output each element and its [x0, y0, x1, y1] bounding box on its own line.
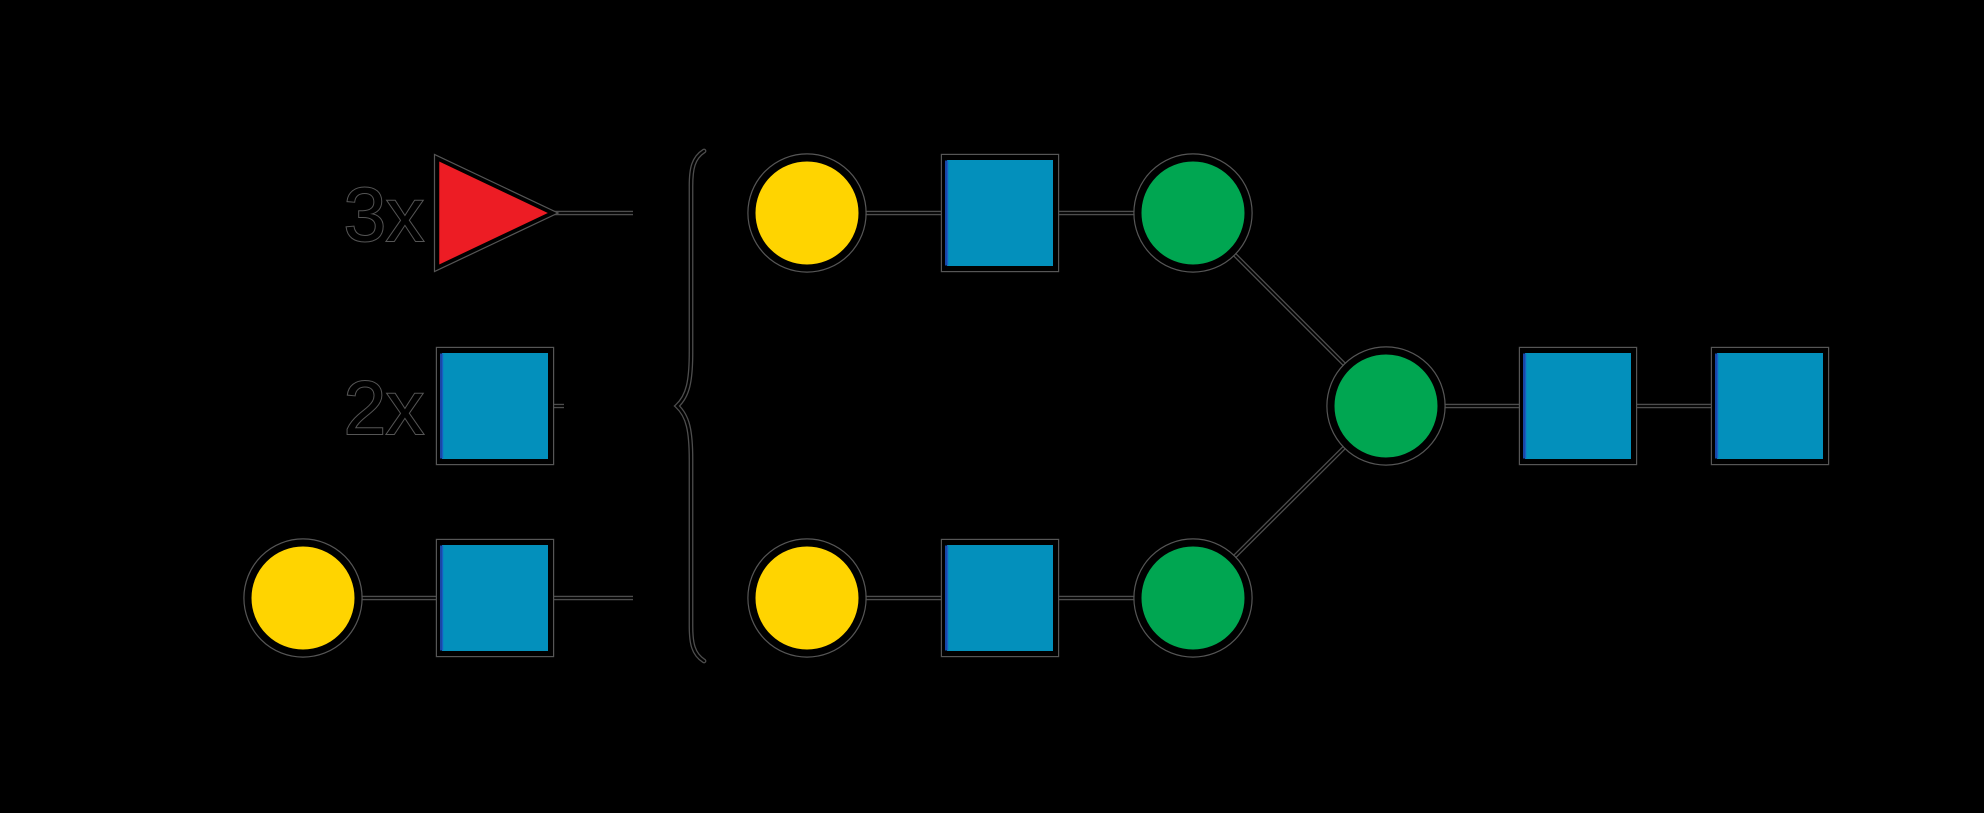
glcnac-square-left-bot-halo — [435, 538, 555, 658]
fucose-triangle-halo — [433, 153, 560, 273]
multiplier-label-3x: 3x — [344, 173, 424, 258]
glcnac-square-core-2-icon — [1712, 348, 1828, 464]
galactose-circle-bot-icon — [748, 539, 866, 657]
glcnac-square-bot-halo — [940, 538, 1060, 658]
glcnac-square-left-mid-halo — [435, 346, 555, 466]
galactose-circle-top-icon — [748, 154, 866, 272]
glcnac-square-top-halo — [940, 153, 1060, 273]
glcnac-square-left-mid-edge-artifact — [440, 353, 444, 459]
mannose-circle-top-halo — [1133, 153, 1253, 273]
glcnac-square-bot-edge-artifact — [945, 545, 949, 651]
mannose-circle-bot-halo — [1133, 538, 1253, 658]
mannose-circle-core-icon — [1327, 347, 1445, 465]
mannose-circle-bot-icon — [1134, 539, 1252, 657]
mannose-circle-core-halo — [1326, 346, 1446, 466]
glcnac-square-left-bot-icon — [437, 540, 553, 656]
glcnac-square-top-icon — [942, 155, 1058, 271]
glcnac-square-left-bot-edge-artifact — [440, 545, 444, 651]
galactose-circle-top-halo — [747, 153, 867, 273]
fucose-triangle-icon — [434, 154, 559, 272]
glcnac-square-bot-icon — [942, 540, 1058, 656]
glcnac-square-core-1-edge-artifact — [1523, 353, 1527, 459]
brace-bracket — [675, 149, 706, 663]
multiplier-label-2x: 2x — [344, 366, 424, 451]
glcnac-square-left-mid-icon — [437, 348, 553, 464]
glcnac-square-core-1-icon — [1520, 348, 1636, 464]
glcnac-square-core-1-halo — [1518, 346, 1638, 466]
galactose-circle-left-halo — [243, 538, 363, 658]
glcnac-square-core-2-halo — [1710, 346, 1830, 466]
galactose-circle-left-icon — [244, 539, 362, 657]
glcnac-square-core-2-edge-artifact — [1715, 353, 1719, 459]
mannose-circle-top-icon — [1134, 154, 1252, 272]
galactose-circle-bot-halo — [747, 538, 867, 658]
glcnac-square-top-edge-artifact — [945, 160, 949, 266]
